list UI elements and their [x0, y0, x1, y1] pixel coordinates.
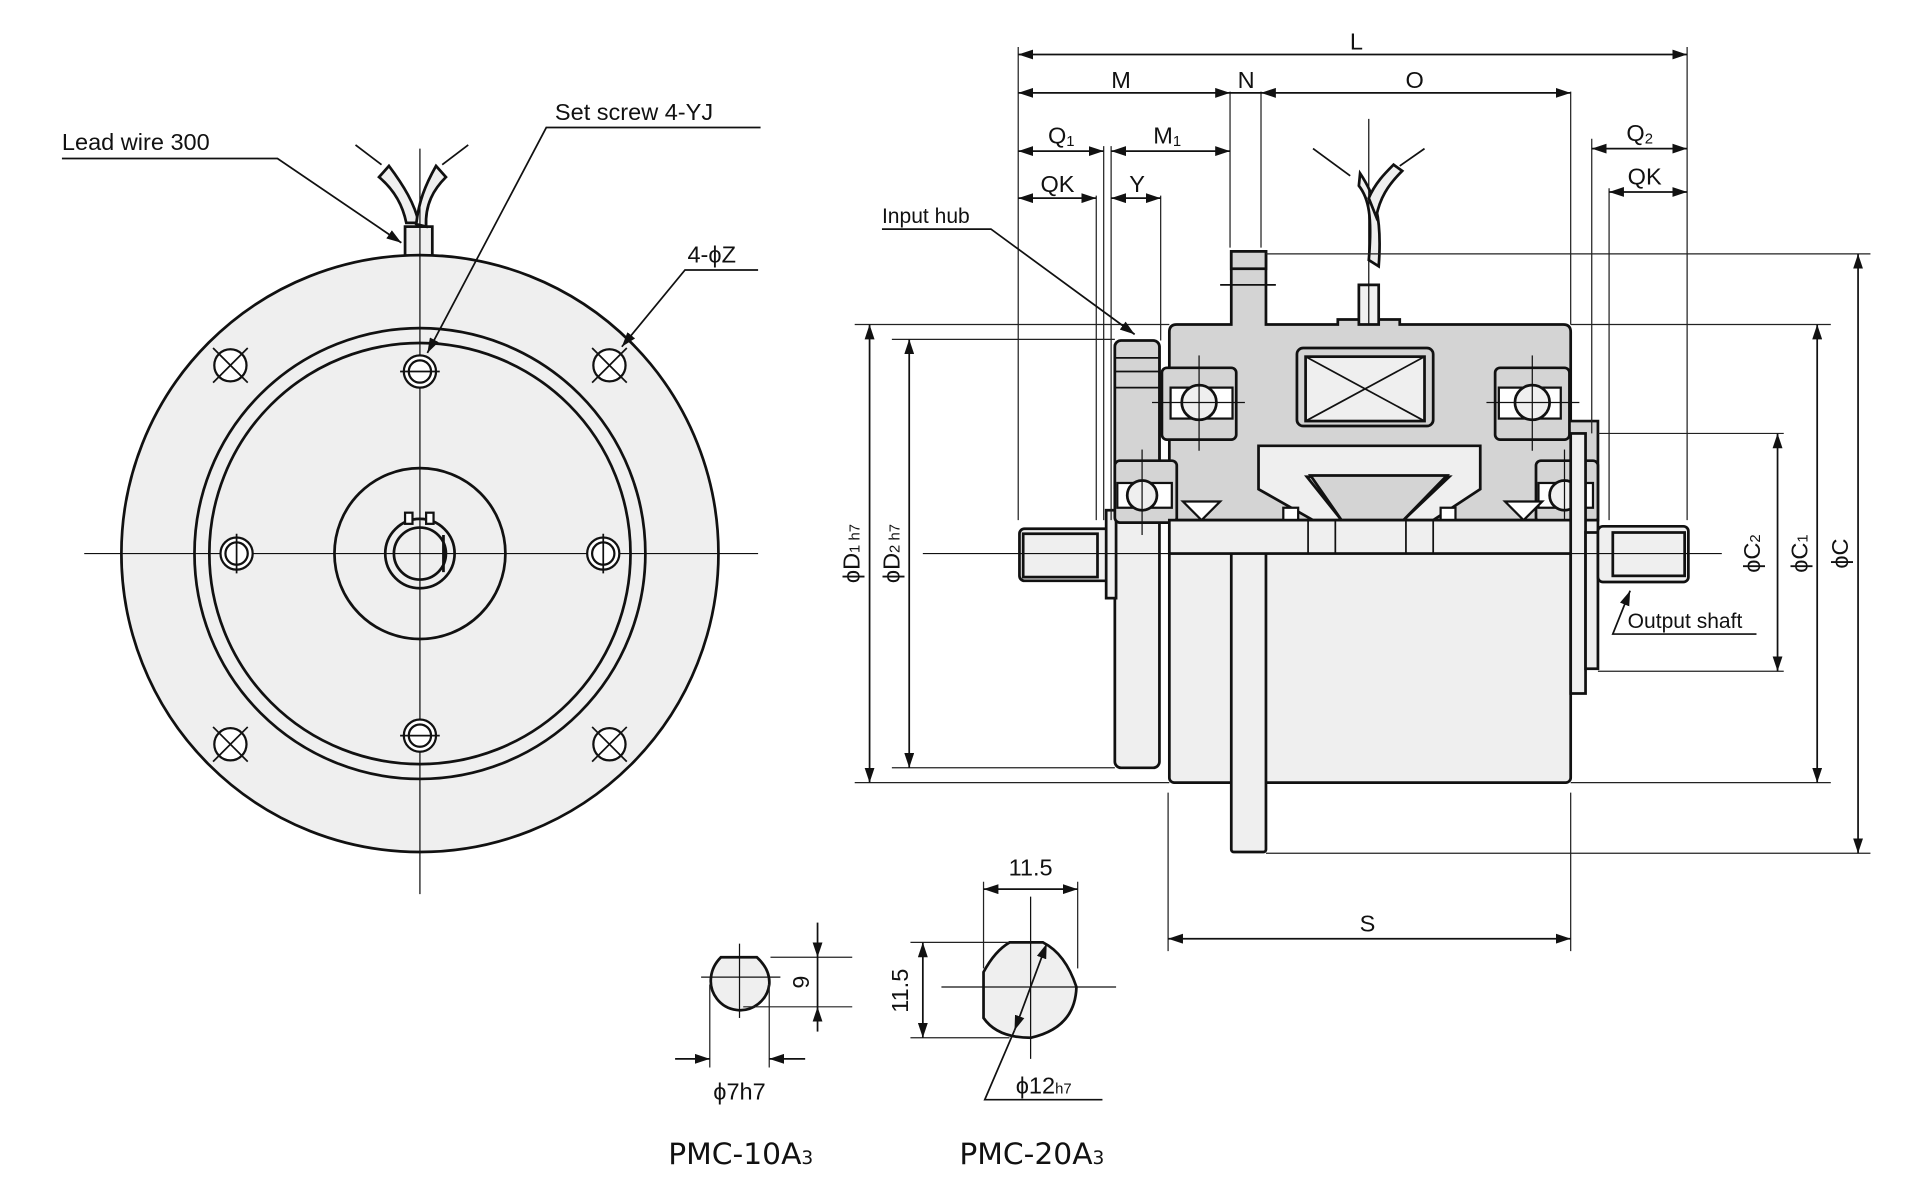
section-lead-wire — [1312, 118, 1426, 326]
height-dimension: 11.5 — [887, 969, 913, 1013]
lead-wire-leader — [61, 157, 402, 244]
bearing-upper-left — [1152, 355, 1245, 451]
dim-D2: ϕD2 h7 — [878, 524, 904, 583]
dim-QK-right: QK — [1628, 164, 1662, 190]
dim-Q2: Q2 — [1626, 120, 1653, 147]
set-screw-label: Set screw 4-YJ — [555, 99, 713, 125]
dimension-lines — [864, 49, 1864, 944]
dim-M1: M1 — [1153, 123, 1181, 150]
dim-S: S — [1360, 910, 1376, 936]
armature-housing — [1167, 518, 1573, 785]
shaft-detail-pmc-20a3: 11.5 11.5 ϕ12h7 PMC-20A3 — [887, 855, 1117, 1172]
dim-C: ϕC — [1827, 538, 1853, 568]
mounting-flange — [1229, 518, 1268, 854]
dim-L: L — [1350, 29, 1363, 55]
section-view: L M N O Q1 M1 Q2 QK QK Y S ϕD1 h7 ϕD2 h7… — [839, 29, 1871, 952]
mount-hole — [591, 347, 628, 384]
model-label-pmc-20a3: PMC-20A3 — [959, 1137, 1104, 1172]
lead-wire-label: Lead wire 300 — [62, 129, 210, 155]
front-view: Lead wire 300 Set screw 4-YJ 4-ϕZ — [61, 99, 761, 895]
mount-hole — [212, 726, 249, 763]
dim-M: M — [1111, 67, 1131, 93]
output-shaft-leader — [1611, 590, 1757, 635]
dim-Q1: Q1 — [1048, 123, 1075, 150]
model-label-pmc-10a3: PMC-10A3 — [668, 1137, 813, 1172]
mount-holes — [212, 347, 628, 763]
mount-hole — [212, 347, 249, 384]
dim-D1: ϕD1 h7 — [839, 524, 865, 583]
dim-Y: Y — [1129, 171, 1145, 197]
dim-N: N — [1238, 67, 1255, 93]
dim-QK-left: QK — [1041, 171, 1075, 197]
lead-wire — [354, 144, 469, 258]
input-hub-label: Input hub — [882, 205, 970, 228]
shaft-detail-pmc-10a3: 6 ϕ7h7 PMC-10A3 — [668, 922, 853, 1172]
bearing-upper-right — [1486, 355, 1580, 451]
tapped-holes — [219, 354, 621, 753]
flat-dimension: 6 — [788, 975, 814, 988]
dim-C2: ϕC2 — [1739, 534, 1765, 572]
bearing-lower-left — [1113, 449, 1179, 535]
mount-hole-leader — [621, 269, 759, 348]
coil — [1295, 346, 1435, 428]
set-screw-leader — [426, 126, 761, 354]
shaft-diameter-label: ϕ12h7 — [1016, 1073, 1072, 1099]
dim-C1: ϕC1 — [1786, 534, 1812, 572]
dim-O: O — [1405, 67, 1423, 93]
shaft-diameter-label: ϕ7h7 — [713, 1079, 765, 1105]
input-hub-leader — [881, 228, 1136, 336]
output-shaft-label: Output shaft — [1628, 610, 1743, 633]
mount-holes-label: 4-ϕZ — [687, 242, 735, 268]
extension-lines — [854, 47, 1871, 952]
mount-hole — [591, 726, 628, 763]
width-dimension: 11.5 — [1009, 855, 1053, 881]
